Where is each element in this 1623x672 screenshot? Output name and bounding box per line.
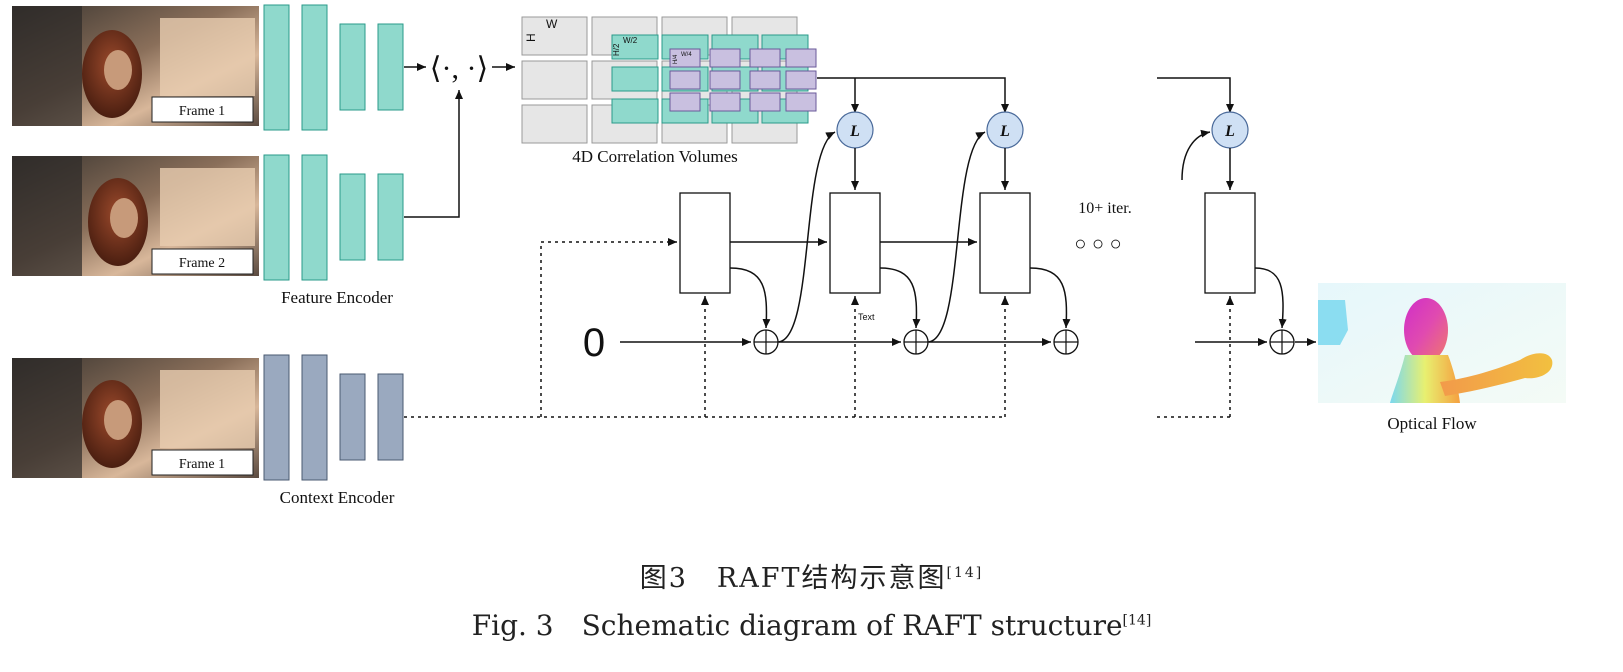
- context-encoder-label: Context Encoder: [280, 488, 395, 507]
- iterations-label: 10+ iter.: [1078, 200, 1131, 217]
- raft-diagram: Frame 1 Frame 2 Frame 1 Feature Encoder: [12, 4, 1566, 507]
- lookup-2: L: [986, 111, 1024, 149]
- lookup-1-symbol: L: [849, 123, 860, 140]
- frame1-context-image: Frame 1: [12, 358, 259, 478]
- adder-4: [1269, 329, 1295, 355]
- inner-product-symbol: ⟨·, ·⟩: [430, 52, 488, 85]
- optical-flow-label: Optical Flow: [1387, 414, 1477, 433]
- frame1-context-label: Frame 1: [179, 457, 225, 472]
- caption-chinese-text: 图3 RAFT结构示意图: [639, 563, 947, 594]
- lookup-1: L: [836, 111, 874, 149]
- frame1-image: Frame 1: [12, 6, 259, 126]
- lookup-2-symbol: L: [999, 123, 1010, 140]
- update-block-2: [829, 192, 881, 294]
- feature-encoder-top: [263, 4, 404, 131]
- adder-3: [1053, 329, 1079, 355]
- frame2-label: Frame 2: [179, 256, 225, 271]
- dim-w-label: W: [546, 17, 558, 31]
- lookup-3: L: [1211, 111, 1249, 149]
- lookup-to-gru-arrows: [851, 148, 1234, 190]
- adder-2: [903, 329, 929, 355]
- context-dotted-lines: [404, 238, 1234, 418]
- dim-h-label: H: [524, 33, 538, 42]
- dim-w4-label: W/4: [681, 52, 692, 58]
- figure-caption-english: Fig. 3 Schematic diagram of RAFT structu…: [0, 604, 1623, 644]
- update-block-1: [679, 192, 731, 294]
- frame2-image: Frame 2: [12, 156, 259, 276]
- stray-text-label: Text: [858, 312, 875, 322]
- frame1-label: Frame 1: [179, 104, 225, 119]
- initial-flow-zero: 0: [583, 321, 605, 365]
- context-encoder: [263, 354, 404, 481]
- caption-english-text: Fig. 3 Schematic diagram of RAFT structu…: [471, 609, 1123, 642]
- add-to-lookup-curves: [777, 129, 1211, 343]
- update-blocks: [679, 192, 1256, 294]
- adder-1: [753, 329, 779, 355]
- update-block-3: [979, 192, 1031, 294]
- optical-flow-image: [1318, 283, 1566, 403]
- block-to-add-curves: [729, 267, 1287, 329]
- frame2-feature-arrow: [404, 90, 463, 218]
- correlation-volumes: W H W/2 H/2 W/4 H/4: [521, 16, 817, 144]
- ellipsis-circles: ○ ○ ○: [1074, 233, 1121, 255]
- lookup-3-symbol: L: [1224, 123, 1235, 140]
- figure-caption-chinese: 图3 RAFT结构示意图[14]: [0, 556, 1623, 595]
- feature-encoder-bottom: [263, 154, 404, 281]
- feature-encoder-label: Feature Encoder: [281, 288, 393, 307]
- caption-chinese-ref: [14]: [946, 565, 984, 581]
- dim-h4-label: H/4: [673, 54, 679, 64]
- dim-h2-label: H/2: [612, 43, 621, 56]
- dim-w2-label: W/2: [623, 36, 638, 45]
- corr-lookup-connections: [817, 77, 1234, 113]
- caption-english-ref: [14]: [1122, 612, 1152, 629]
- update-block-4: [1204, 192, 1256, 294]
- correlation-label: 4D Correlation Volumes: [572, 147, 738, 166]
